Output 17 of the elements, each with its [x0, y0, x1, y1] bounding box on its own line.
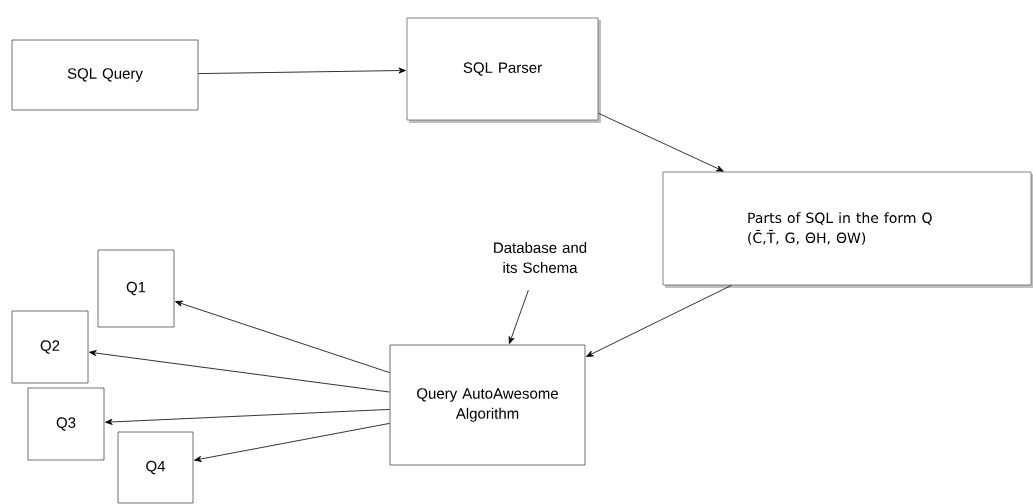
- process-box: SQL Query: [11, 39, 199, 111]
- process-box: Q2: [11, 310, 89, 384]
- input-label: Database and its Schema: [494, 242, 587, 273]
- process-box: SQL Parser: [406, 17, 601, 123]
- arrow: [198, 67, 406, 74]
- arrow: [508, 289, 529, 344]
- process-box: Parts of SQL in the form Q (C̄,T̄, G, ΘH, ΘW): [662, 171, 1033, 288]
- arrow: [598, 112, 724, 172]
- arrow: [175, 300, 390, 373]
- arrow: [105, 409, 390, 425]
- arrow: [194, 422, 390, 462]
- process-box: Q4: [117, 431, 194, 504]
- arrow: [89, 350, 390, 393]
- process-box: Q3: [27, 387, 105, 461]
- process-box: Query AutoAwesome Algorithm: [389, 344, 586, 466]
- process-box: Q1: [97, 249, 175, 328]
- arrow: [586, 285, 732, 357]
